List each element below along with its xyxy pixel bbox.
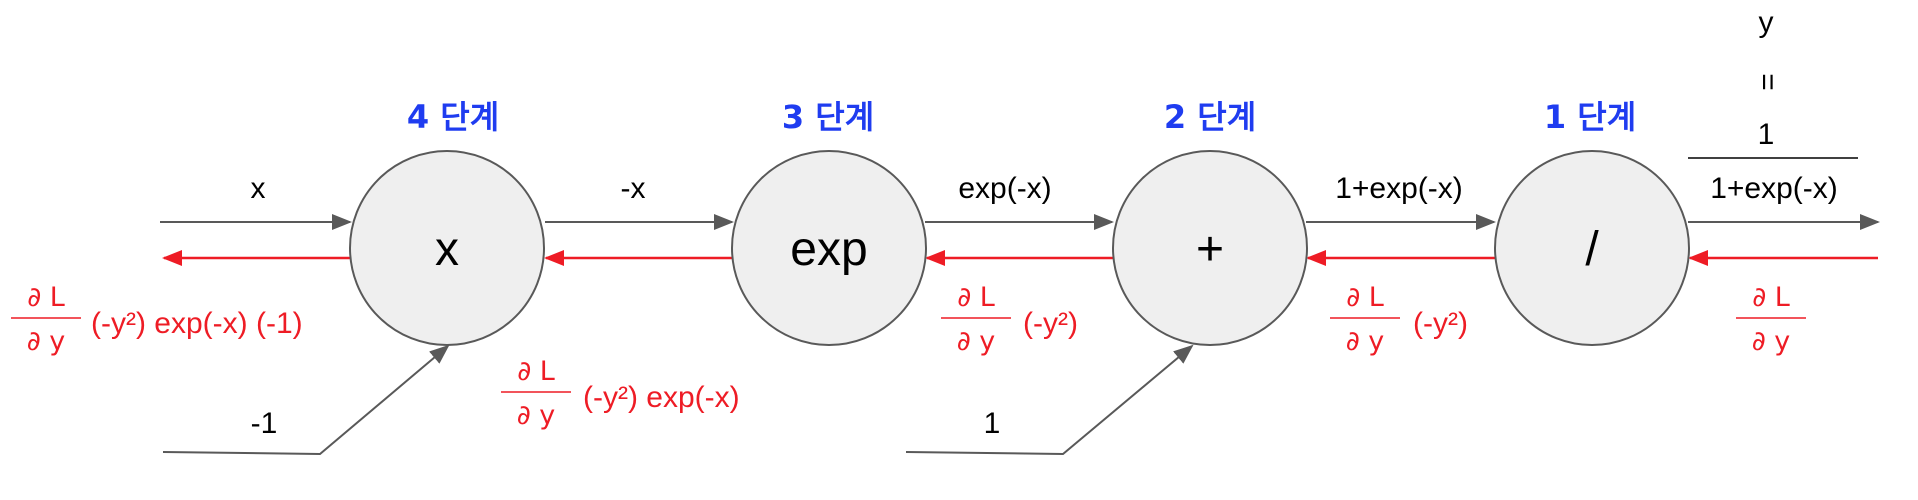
output-equals: =: [1751, 73, 1784, 91]
gradient-add-factor: (-y²): [1023, 307, 1078, 340]
gradient-output-num: ∂ L: [1752, 282, 1790, 313]
forward-label-input-x: x: [251, 172, 266, 205]
gradient-mul-num: ∂ L: [27, 282, 65, 313]
gradient-output: ∂ L ∂ y: [1736, 282, 1806, 357]
gradient-mul: ∂ L ∂ y (-y²) exp(-x) (-1): [11, 282, 303, 357]
const-arrow-minus-one: [162, 344, 450, 456]
gradient-exp-num: ∂ L: [517, 356, 555, 387]
output-y: y: [1759, 6, 1774, 39]
stage-label-4: 4 단계: [407, 98, 499, 136]
gradient-exp-den: ∂ y: [517, 400, 556, 431]
node-div: [1494, 150, 1690, 346]
gradient-div-factor: (-y²): [1413, 307, 1468, 340]
forward-label-exp-neg-x: exp(-x): [958, 172, 1051, 205]
gradient-mul-den: ∂ y: [27, 326, 66, 357]
gradient-exp: ∂ L ∂ y (-y²) exp(-x): [501, 356, 740, 431]
gradient-add-num: ∂ L: [957, 282, 995, 313]
const-label-one: 1: [984, 407, 1001, 440]
gradient-output-den: ∂ y: [1752, 326, 1791, 357]
node-mul-label: x: [435, 223, 459, 276]
forward-label-one-plus-exp: 1+exp(-x): [1335, 172, 1463, 205]
node-div-label: /: [1585, 223, 1599, 276]
output-numerator: 1: [1758, 118, 1775, 151]
node-exp-label: exp: [790, 223, 867, 276]
node-mul: [349, 150, 545, 346]
node-add: [1112, 150, 1308, 346]
gradient-mul-factor: (-y²) exp(-x) (-1): [91, 307, 303, 340]
const-arrow-one: [905, 344, 1194, 456]
gradient-exp-factor: (-y²) exp(-x): [583, 381, 740, 414]
gradient-add: ∂ L ∂ y (-y²): [941, 282, 1078, 357]
const-label-minus-one: -1: [251, 407, 278, 440]
stage-label-1: 1 단계: [1544, 98, 1636, 136]
gradient-div-num: ∂ L: [1346, 282, 1384, 313]
stage-label-3: 3 단계: [782, 98, 874, 136]
output-denominator: 1+exp(-x): [1710, 172, 1838, 205]
node-add-label: +: [1196, 223, 1224, 276]
gradient-div: ∂ L ∂ y (-y²): [1330, 282, 1468, 357]
stage-label-2: 2 단계: [1164, 98, 1256, 136]
forward-label-neg-x: -x: [621, 172, 646, 205]
node-exp: [731, 150, 927, 346]
gradient-div-den: ∂ y: [1346, 326, 1385, 357]
gradient-add-den: ∂ y: [957, 326, 996, 357]
